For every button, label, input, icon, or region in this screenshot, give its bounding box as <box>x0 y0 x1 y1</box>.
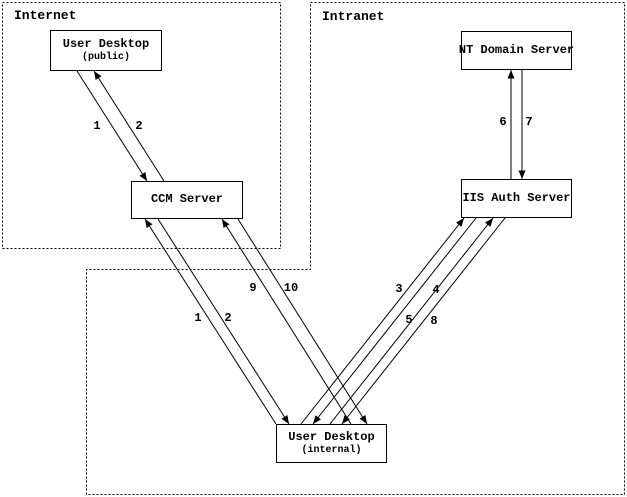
flow-label-2-public: 2 <box>135 119 143 133</box>
flow-4-iis-to-internal-desktop <box>312 217 477 425</box>
node-user-desktop-internal: User Desktop (internal) <box>276 424 387 463</box>
node-user-desktop-public: User Desktop (public) <box>50 30 162 71</box>
flow-5-internal-desktop-to-iis <box>329 217 494 425</box>
flow-2-ccm-to-public-desktop <box>93 70 165 182</box>
node-user-desktop-internal-title: User Desktop <box>288 430 375 445</box>
node-user-desktop-internal-subtitle: (internal) <box>301 444 362 456</box>
node-iis-auth-server-title: IIS Auth Server <box>462 190 571 205</box>
flow-label-7: 7 <box>525 115 533 129</box>
node-ccm-server: CCM Server <box>131 181 243 219</box>
flow-label-4: 4 <box>432 283 440 297</box>
flow-label-6: 6 <box>499 115 507 129</box>
flow-9-internal-desktop-to-ccm <box>221 218 352 425</box>
flow-label-10: 10 <box>283 281 299 295</box>
flow-label-1-internal: 1 <box>194 311 202 325</box>
node-ccm-server-title: CCM Server <box>150 192 223 207</box>
flow-label-5: 5 <box>405 313 413 327</box>
flow-1-internal-desktop-to-ccm <box>144 218 277 425</box>
internet-region-border <box>2 2 281 249</box>
flow-label-1-public: 1 <box>93 119 101 133</box>
flow-label-3: 3 <box>395 282 403 296</box>
flow-label-2-internal: 2 <box>224 311 232 325</box>
node-iis-auth-server: IIS Auth Server <box>461 179 572 218</box>
node-nt-domain-server-title: NT Domain Server <box>458 42 575 57</box>
flow-label-9: 9 <box>249 281 257 295</box>
flow-1-public-desktop-to-ccm <box>76 70 148 182</box>
flow-3-internal-desktop-to-iis <box>300 217 465 425</box>
intranet-region-border <box>86 2 625 495</box>
node-nt-domain-server: NT Domain Server <box>458 31 575 70</box>
node-user-desktop-public-subtitle: (public) <box>81 51 130 63</box>
node-user-desktop-public-title: User Desktop <box>62 37 150 52</box>
internet-region-label: Internet <box>14 8 77 23</box>
flow-label-8: 8 <box>430 314 438 328</box>
flow-2-ccm-to-internal-desktop <box>157 218 290 425</box>
flow-10-ccm-to-internal-desktop <box>237 218 368 425</box>
intranet-region-label: Intranet <box>322 9 385 24</box>
flow-8-iis-to-internal-desktop <box>341 217 506 425</box>
